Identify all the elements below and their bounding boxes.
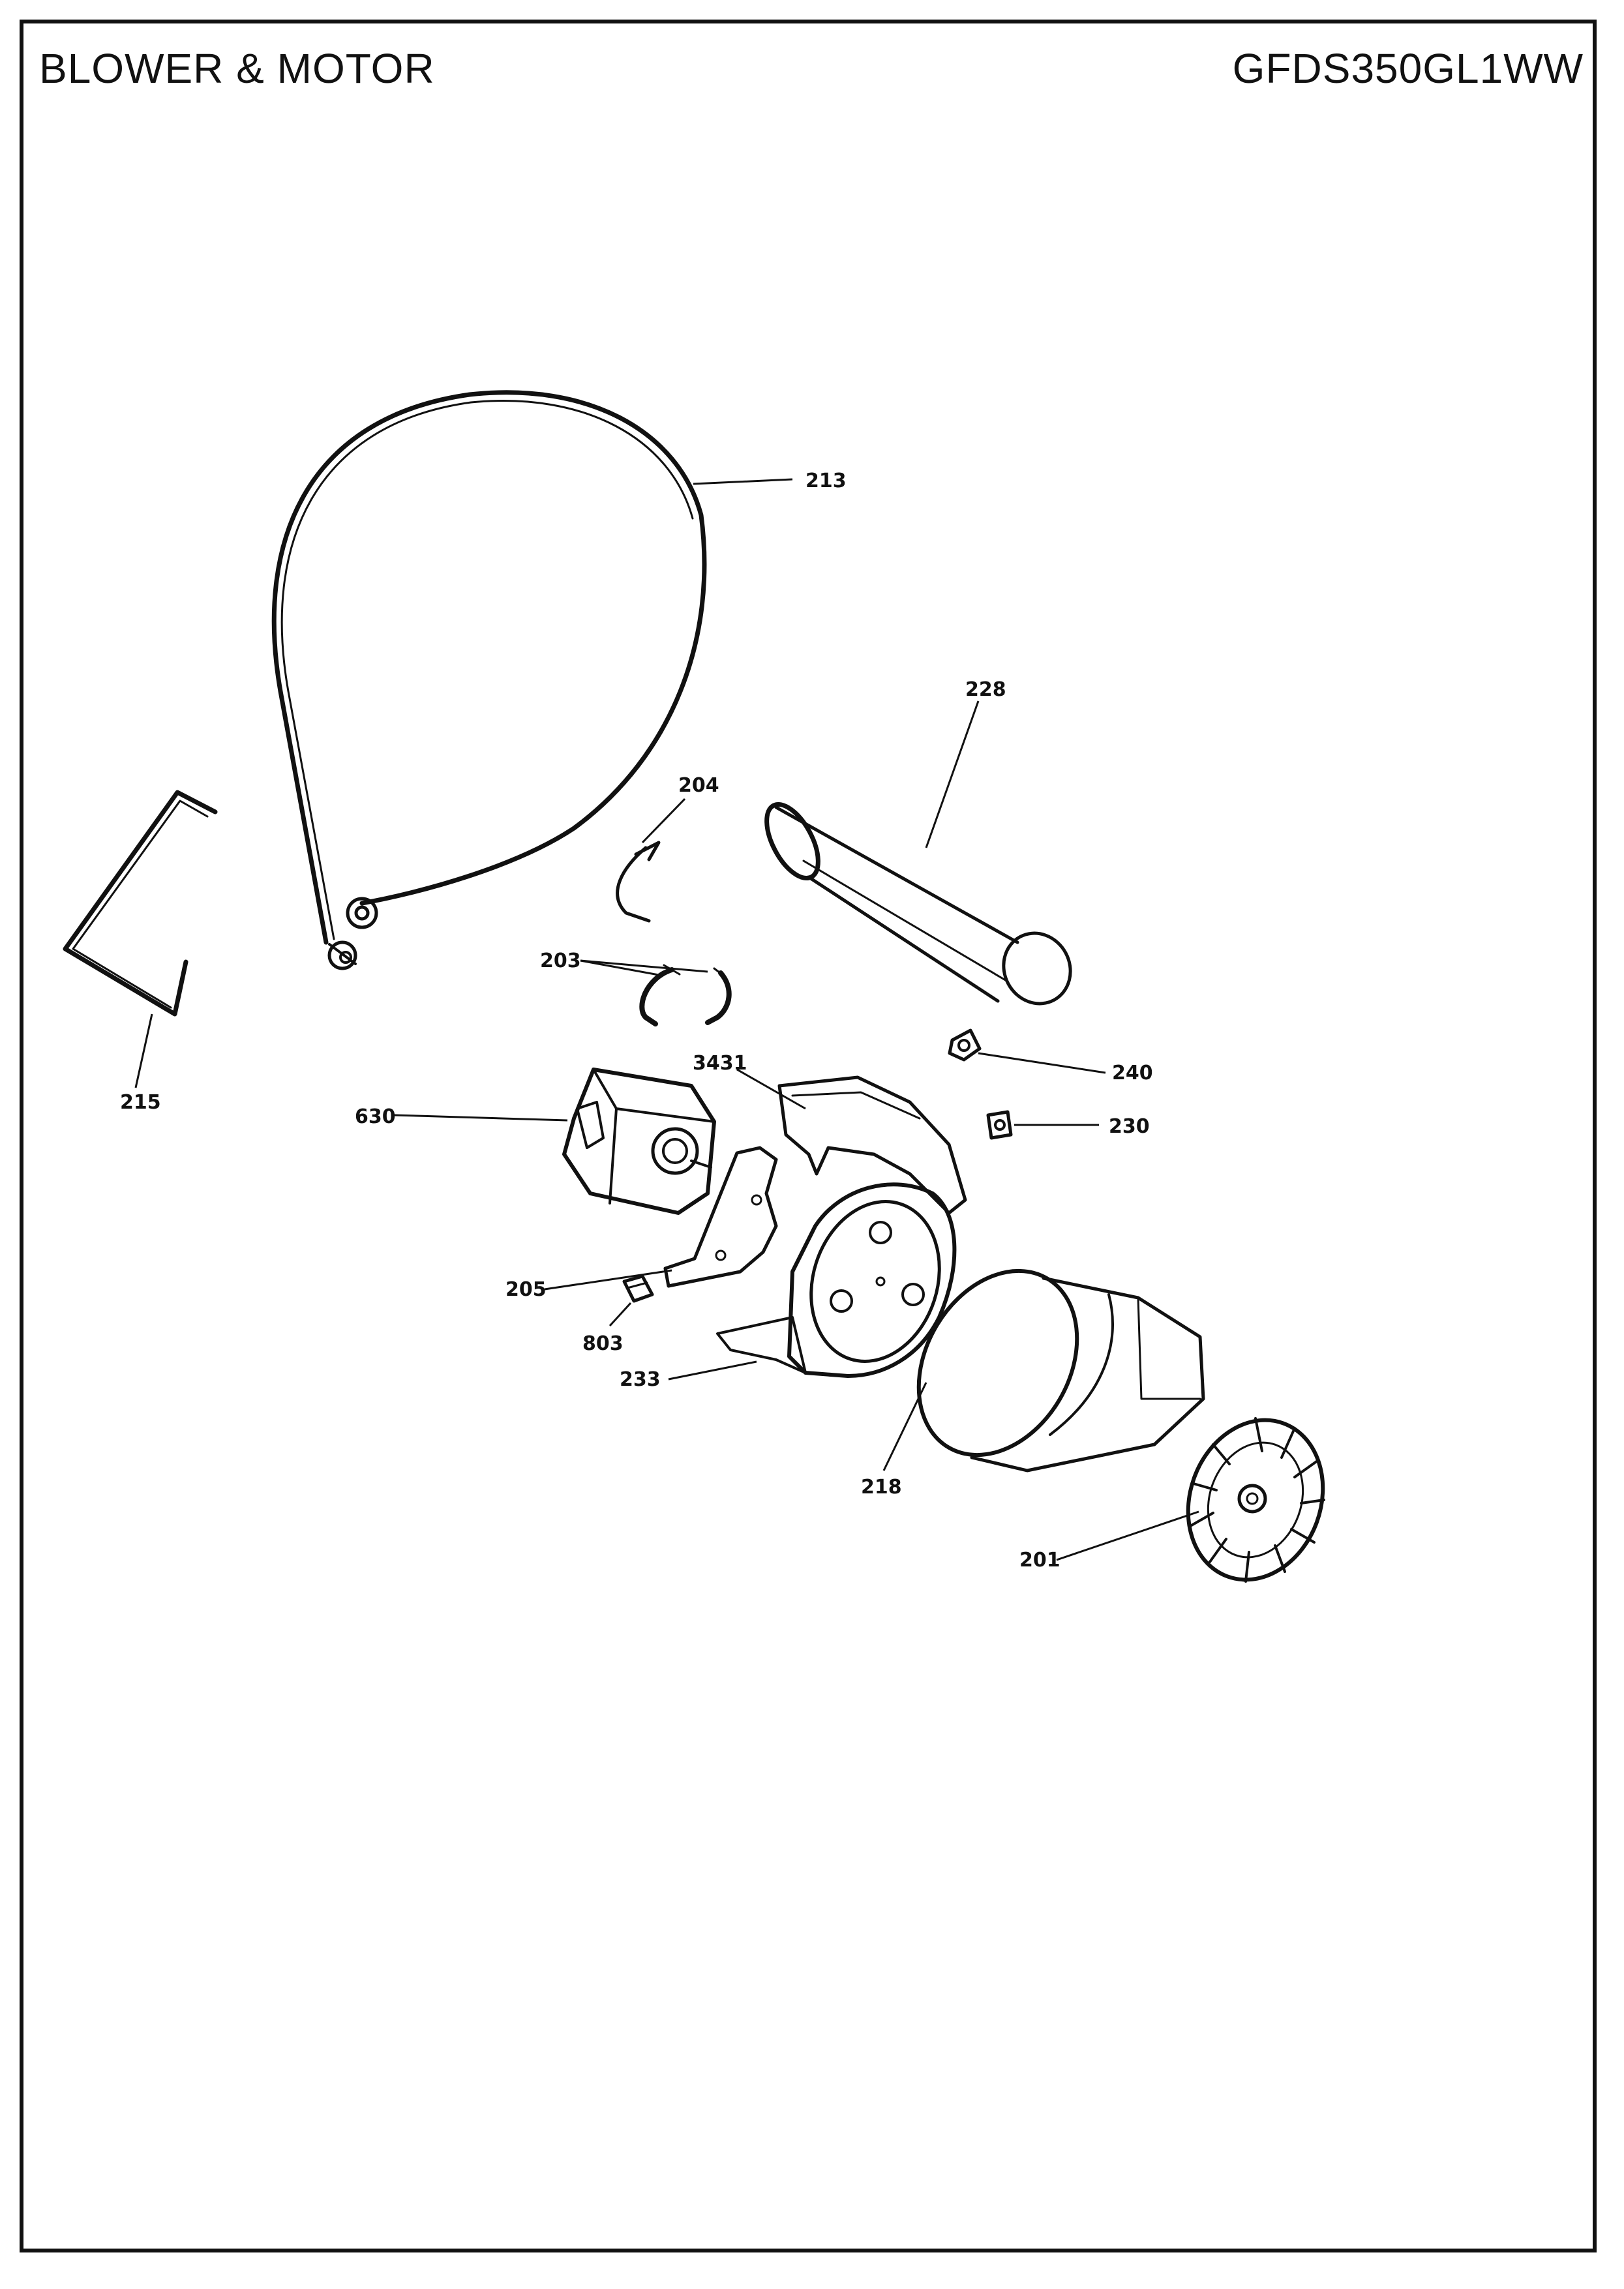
callout-3431: 3431 <box>693 1052 747 1075</box>
callout-203: 203 <box>540 950 581 972</box>
duct-tube-228[interactable] <box>756 796 1083 1015</box>
model-number: GFDS350GL1WW <box>1232 45 1584 92</box>
section-title: BLOWER & MOTOR <box>39 45 435 92</box>
callout-213: 213 <box>805 470 847 492</box>
connector-803[interactable] <box>622 1274 654 1303</box>
callout-201: 201 <box>1019 1549 1060 1572</box>
blower-duct-218[interactable] <box>887 1242 1205 1484</box>
blower-housing-233[interactable] <box>716 1182 959 1378</box>
callout-204: 204 <box>678 774 719 797</box>
blower-wheel-201[interactable] <box>1166 1401 1344 1598</box>
callout-630: 630 <box>355 1105 396 1128</box>
callout-233: 233 <box>620 1368 661 1391</box>
nut-240[interactable] <box>948 1028 982 1062</box>
callout-803: 803 <box>582 1332 624 1355</box>
page-frame <box>20 20 1597 2252</box>
callout-218: 218 <box>861 1476 902 1499</box>
callout-215: 215 <box>120 1091 161 1114</box>
idler-rod-215[interactable] <box>63 790 218 1017</box>
motor-clamps-203[interactable] <box>639 964 732 1026</box>
callout-205: 205 <box>505 1278 547 1301</box>
motor-bracket-205[interactable] <box>663 1146 778 1288</box>
drive-belt-213[interactable] <box>271 390 707 970</box>
square-nut-230[interactable] <box>986 1110 1013 1140</box>
callout-230: 230 <box>1109 1115 1150 1138</box>
shield-3431[interactable] <box>777 1075 967 1215</box>
clip-204[interactable] <box>616 841 661 923</box>
callout-228: 228 <box>965 678 1006 701</box>
drive-motor-630[interactable] <box>562 1068 716 1215</box>
callout-240: 240 <box>1112 1062 1153 1085</box>
